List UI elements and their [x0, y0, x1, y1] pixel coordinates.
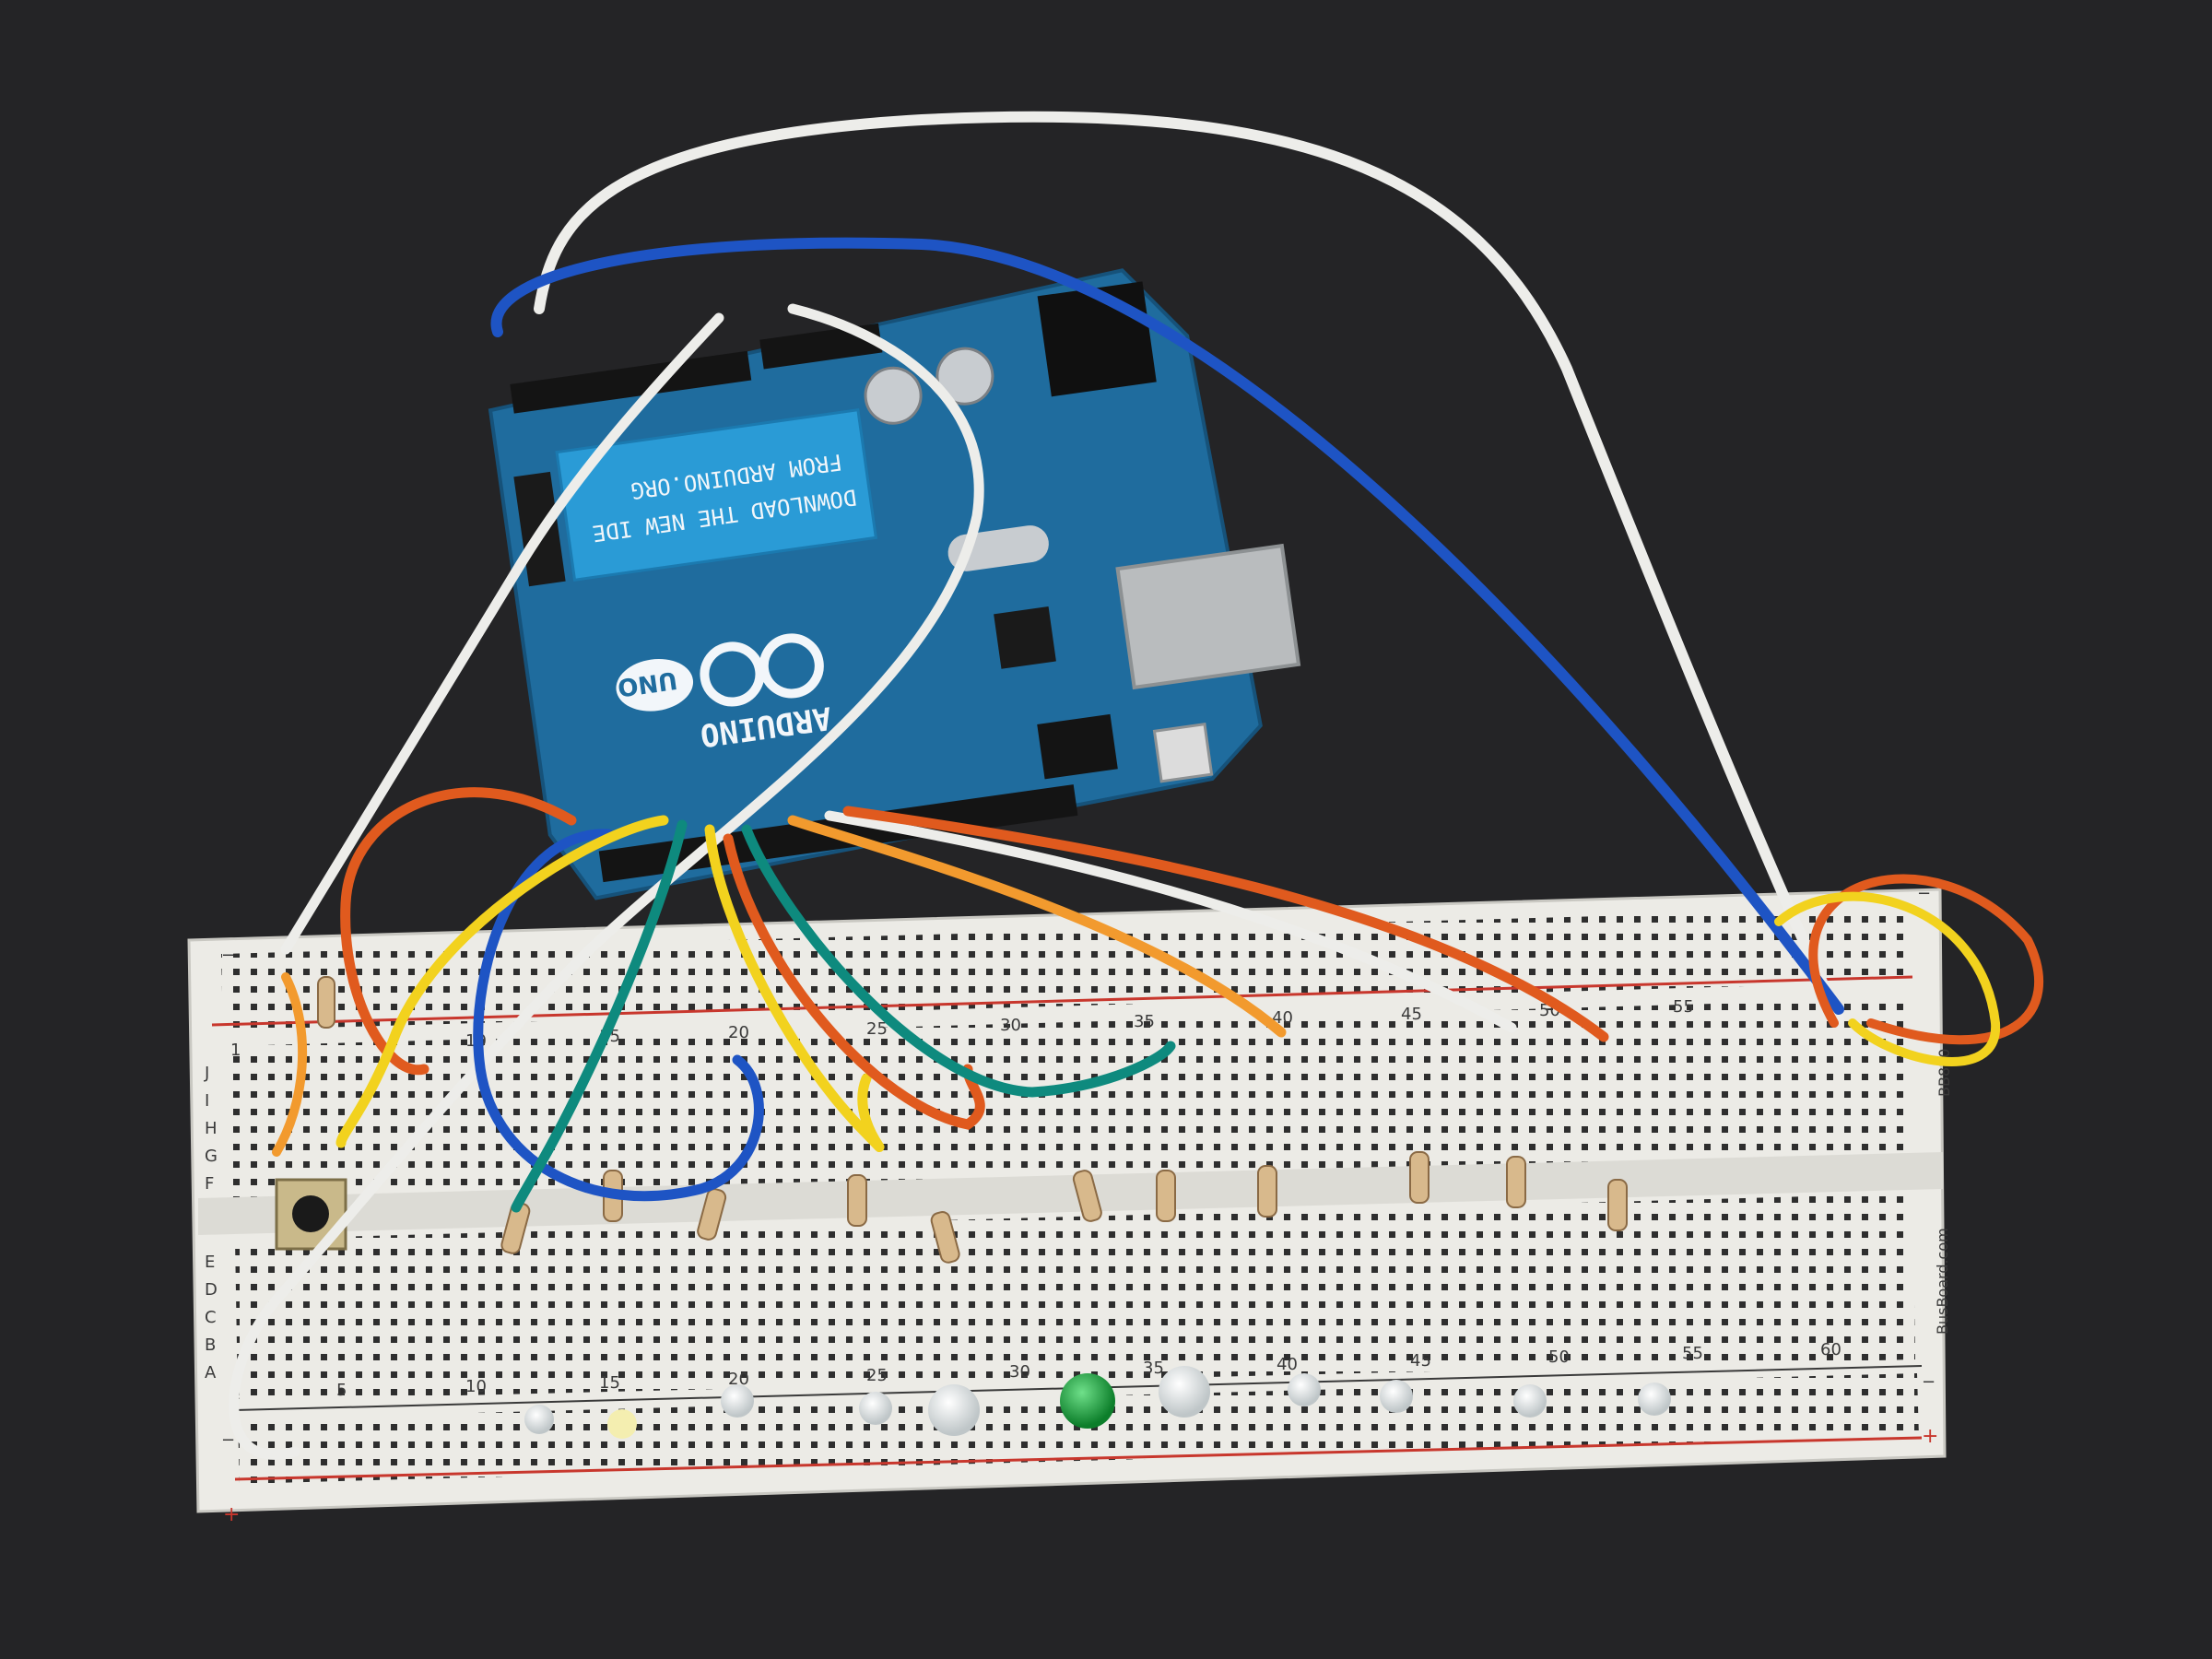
rail-plus-bottom: + [1922, 1425, 1938, 1448]
power-header [759, 323, 883, 370]
col-num: 25 [866, 1019, 888, 1039]
usb-b-port [1115, 543, 1301, 690]
arduino-uno-board: DOWNLOAD THE NEW IDE FROM ARDUINO.ORG AR… [488, 268, 1301, 900]
col-num: 45 [1401, 1005, 1422, 1024]
row-letter: G [205, 1147, 218, 1166]
infinity-logo-left [759, 633, 824, 699]
led-clear-4 [1288, 1373, 1321, 1406]
bottom-power-rail [238, 1373, 1919, 1484]
col-num: 35 [1143, 1359, 1164, 1378]
wire-teal-2 [741, 824, 1176, 1098]
col-num: 30 [1009, 1362, 1030, 1382]
row-letter: D [205, 1280, 218, 1300]
resistor-12 [1607, 1179, 1628, 1231]
wire-yellow-right-loop [1774, 891, 2001, 1066]
bottom-terminal-strip [235, 1194, 1915, 1401]
col-num: 45 [1410, 1351, 1431, 1371]
col-num: 40 [1277, 1355, 1298, 1374]
wire-white-arduino [280, 312, 724, 955]
led-clear-2 [721, 1384, 754, 1418]
col-num: 15 [599, 1373, 620, 1393]
resistor-4 [697, 1188, 727, 1241]
led-clear-large-1 [928, 1384, 980, 1436]
led-clear-1 [524, 1405, 554, 1434]
wire-teal-1 [511, 819, 688, 1213]
col-num: 30 [1000, 1016, 1021, 1035]
col-num: 50 [1548, 1347, 1570, 1367]
breadboard-brand: BusBoard.com [1934, 1228, 1951, 1335]
row-letter: J [204, 1064, 209, 1083]
wire-orange-right-loop [1808, 874, 2044, 1045]
led-clear-3 [859, 1392, 892, 1425]
col-num: 55 [1682, 1344, 1703, 1363]
analog-header [510, 350, 752, 414]
col-num: 1 [230, 1041, 241, 1060]
col-num: 55 [1673, 997, 1694, 1017]
resistor-9 [1257, 1165, 1277, 1218]
leds [524, 1366, 1671, 1439]
wire-red-1 [723, 833, 985, 1130]
col-num: 5 [336, 1381, 347, 1400]
resistor-5 [847, 1174, 867, 1227]
resistor-6 [930, 1211, 960, 1264]
top-rail-red-line [211, 975, 1913, 1027]
resistor-1 [317, 976, 335, 1029]
breadboard: 1 10 15 20 25 30 35 40 45 50 55 1 5 10 1… [187, 884, 1953, 1526]
row-letters: J I H G F E D C B A [204, 1064, 218, 1382]
resistors [317, 976, 1628, 1264]
uno-badge [616, 658, 694, 712]
row-letter: E [205, 1253, 215, 1272]
jumper-wires [229, 111, 2044, 1460]
column-numbers-top: 1 10 15 20 25 30 35 40 45 50 55 [230, 997, 1694, 1060]
wire-white-long [534, 111, 1844, 1024]
col-num: 20 [728, 1370, 749, 1389]
wire-yellow-1 [335, 815, 669, 1148]
resistor-7 [1072, 1170, 1102, 1222]
rail-minus-top-right: − [1917, 884, 1931, 903]
resistor-11 [1506, 1156, 1526, 1208]
col-num: 20 [728, 1023, 749, 1042]
icsp-header [1037, 713, 1118, 780]
bottom-rail-red-line [234, 1436, 1923, 1481]
rail-minus-bottom: − [221, 1430, 235, 1450]
wire-orange-2 [787, 815, 1287, 1038]
top-power-rail [221, 908, 1905, 1030]
resistor-8 [1156, 1170, 1176, 1222]
row-letter: F [205, 1174, 214, 1194]
row-letter: C [205, 1308, 217, 1327]
column-numbers-bottom: 1 5 10 15 20 25 30 35 40 45 50 55 60 [230, 1340, 1841, 1404]
col-num: 35 [1134, 1012, 1155, 1031]
row-letter: I [205, 1091, 209, 1111]
col-num: 10 [465, 1377, 487, 1396]
rail-plus-bottom-left: + [223, 1503, 240, 1526]
wire-blue-long [490, 237, 1844, 1015]
col-num: 60 [1820, 1340, 1841, 1359]
led-green [1060, 1373, 1115, 1429]
led-clear-7 [1638, 1382, 1671, 1416]
tactile-push-button[interactable] [275, 1178, 347, 1251]
row-letter: A [205, 1363, 217, 1382]
rail-minus-top: − [221, 946, 235, 965]
row-letter: H [205, 1119, 218, 1138]
led-clear-large-2 [1159, 1366, 1210, 1418]
resistor-10 [1409, 1151, 1430, 1204]
led-clear-6 [1513, 1384, 1547, 1418]
wire-orange-button [272, 972, 308, 1157]
reset-button[interactable] [1152, 722, 1214, 783]
col-num: 25 [866, 1366, 888, 1385]
usb-chip [994, 606, 1056, 669]
wire-white-2 [824, 810, 1517, 1033]
wire-orange-1 [340, 787, 577, 1076]
rail-minus-bottom-right: − [1922, 1372, 1936, 1392]
led-clear-5 [1380, 1380, 1413, 1413]
wire-yellow-2 [704, 824, 885, 1152]
row-letter: B [205, 1335, 216, 1355]
led-yellow-1 [607, 1409, 637, 1439]
breadboard-model: BB830 [1936, 1049, 1953, 1098]
wire-white-gnd [229, 303, 984, 1460]
ide-sticker [555, 408, 878, 582]
capacitor-1 [864, 366, 923, 425]
wire-red-2 [842, 806, 1609, 1042]
